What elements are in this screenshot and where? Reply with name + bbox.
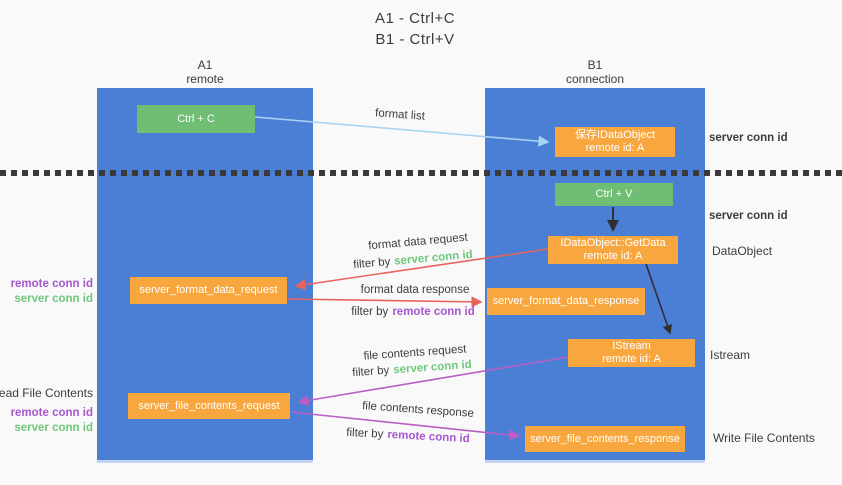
title-line-b1: B1 - Ctrl+V — [375, 31, 455, 48]
getdata-node: IDataObject::GetData remote id: A — [548, 236, 678, 264]
save-idataobject-line2: remote id: A — [585, 142, 645, 154]
server-file-contents-request-node: server_file_contents_request — [128, 393, 290, 419]
istream-side-label: Istream — [710, 348, 751, 362]
right-column-header: B1 connection — [535, 58, 655, 86]
filter-by-text: filter by — [351, 364, 390, 380]
filter-by-text: filter by — [351, 306, 389, 318]
left-column-header: A1 remote — [145, 58, 265, 86]
format-data-response-label: format data response — [360, 284, 470, 296]
ctrl-c-node: Ctrl + C — [137, 105, 255, 133]
istream-line2: remote id: A — [602, 353, 661, 365]
left-remote-conn-id-2: remote conn id — [10, 407, 93, 419]
istream-node: IStream remote id: A — [568, 339, 695, 367]
remote-conn-id-text: remote conn id — [392, 306, 475, 318]
filter-by-text: filter by — [352, 256, 391, 272]
istream-line1: IStream — [612, 340, 651, 352]
diagram-title: A1 - Ctrl+C B1 - Ctrl+V — [330, 8, 500, 50]
right-column-name: B1 — [587, 58, 603, 72]
file-contents-response-label: file contents response — [361, 400, 475, 420]
save-idataobject-node: 保存IDataObject remote id: A — [555, 127, 675, 157]
write-file-contents-label: Write File Contents — [713, 431, 815, 445]
server-conn-id-text: server conn id — [393, 248, 474, 268]
left-conn-id-stack-2: remote conn id server conn id — [11, 406, 93, 436]
server-conn-id-text: server conn id — [392, 358, 473, 377]
format-data-request-label: format data request — [367, 231, 469, 253]
save-idataobject-line1: 保存IDataObject — [574, 129, 656, 141]
right-server-conn-id-label-mid: server conn id — [709, 210, 788, 222]
server-format-data-request-node: server_format_data_request — [130, 277, 287, 304]
remote-conn-id-text: remote conn id — [387, 428, 470, 446]
left-server-conn-id-1: server conn id — [14, 293, 93, 305]
left-column-subtitle: remote — [186, 72, 224, 86]
server-file-contents-response-label: server_file_contents_response — [530, 432, 680, 445]
left-column-name: A1 — [197, 58, 213, 72]
format-data-response-arrow — [287, 296, 483, 308]
dataobject-label: DataObject — [712, 244, 773, 258]
title-line-a1: A1 - Ctrl+C — [374, 10, 456, 27]
getdata-line2: remote id: A — [583, 250, 643, 262]
format-list-label: format list — [374, 107, 426, 123]
left-remote-conn-id-1: remote conn id — [10, 278, 93, 290]
right-column-subtitle: connection — [565, 72, 625, 86]
left-server-conn-id-2: server conn id — [14, 422, 93, 434]
server-file-contents-request-label: server_file_contents_request — [138, 399, 280, 412]
getdata-line1: IDataObject::GetData — [560, 237, 666, 249]
left-conn-id-stack-1: remote conn id server conn id — [11, 277, 93, 307]
read-file-contents-label: Read File Contents — [0, 386, 93, 400]
ctrl-c-label: Ctrl + C — [177, 112, 215, 125]
server-format-data-response-node: server_format_data_response — [487, 288, 645, 315]
ctrl-v-node: Ctrl + V — [555, 183, 673, 206]
server-format-data-request-label: server_format_data_request — [139, 284, 278, 296]
phase-separator-line — [0, 170, 842, 176]
filter-by-text: filter by — [346, 426, 384, 441]
ctrl-v-label: Ctrl + V — [595, 188, 633, 200]
server-file-contents-response-node: server_file_contents_response — [525, 426, 685, 452]
server-format-data-response-label: server_format_data_response — [492, 295, 640, 307]
right-server-conn-id-label-top: server conn id — [709, 132, 788, 144]
